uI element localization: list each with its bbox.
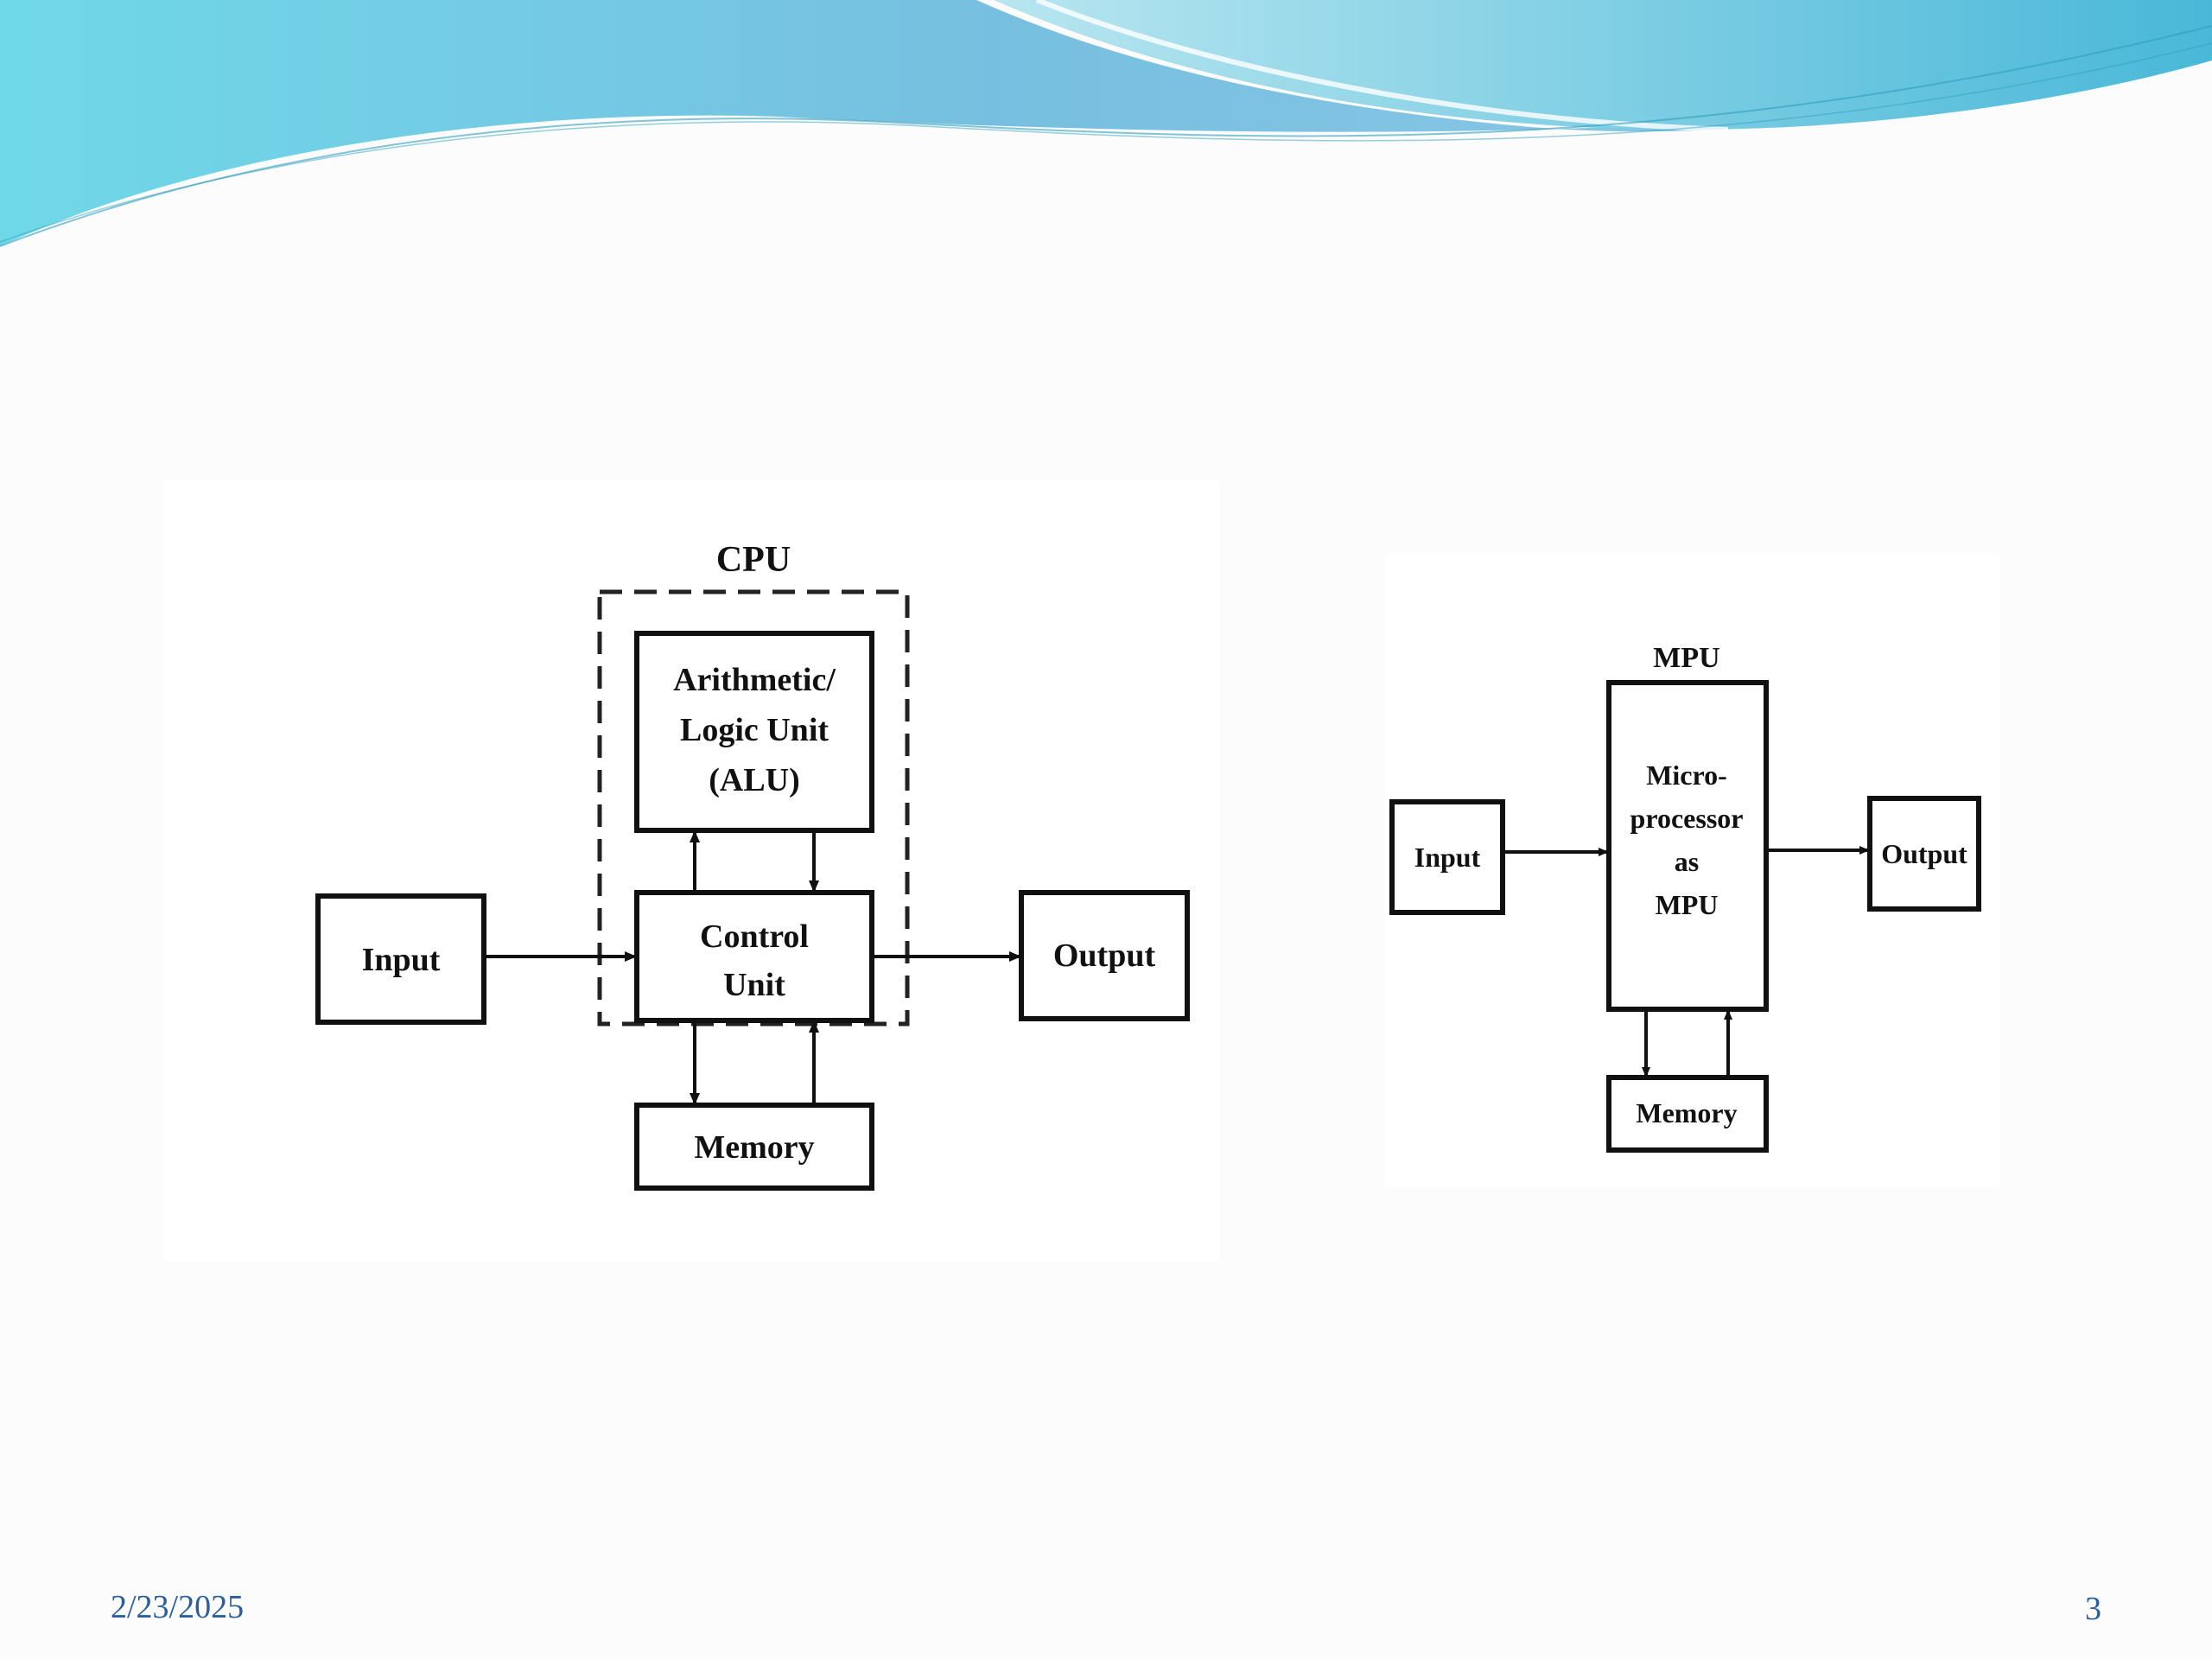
memory-label: Memory: [694, 1129, 814, 1166]
alu-label-line-2: Logic Unit: [680, 712, 829, 748]
mpu-label: MPU: [1653, 642, 1719, 674]
mpu-output-box: [1867, 796, 1981, 912]
control-unit-label-line-2: Unit: [723, 967, 785, 1003]
mpu-label-line-3: as: [1675, 846, 1699, 877]
mpu-input-box: [1389, 799, 1505, 915]
mpu-block-diagram: MPU Micro- processor as MPU Input Output…: [1384, 553, 1999, 1188]
alu-label-line-1: Arithmetic/: [673, 662, 836, 698]
mpu-output-label: Output: [1881, 838, 1967, 869]
output-box: [1019, 890, 1190, 1021]
cpu-label: CPU: [716, 540, 791, 580]
input-box: [315, 893, 486, 1025]
mpu-memory-label: Memory: [1636, 1097, 1737, 1128]
mpu-label-line-4: MPU: [1656, 889, 1719, 920]
mpu-memory-box: [1606, 1075, 1769, 1153]
control-unit-label-line-1: Control: [700, 918, 809, 955]
slide-date: 2/23/2025: [111, 1589, 245, 1625]
alu-box: [634, 631, 874, 833]
header-wave-decoration: [0, 0, 2212, 247]
output-label: Output: [1053, 938, 1156, 974]
input-label: Input: [362, 942, 441, 978]
cpu-block-diagram: CPU Arithmetic/ Logic Unit (ALU) Control…: [164, 480, 1220, 1262]
mpu-label-line-2: processor: [1630, 803, 1744, 834]
cpu-block-diagram-svg: CPU Arithmetic/ Logic Unit (ALU) Control…: [315, 540, 1190, 1191]
mpu-box: [1606, 680, 1769, 1012]
memory-box: [634, 1103, 874, 1191]
mpu-label-line-1: Micro-: [1646, 760, 1727, 791]
slide-number: 3: [2085, 1591, 2101, 1627]
mpu-input-label: Input: [1414, 842, 1481, 873]
cpu-dashed-boundary: [597, 589, 910, 1027]
alu-label-line-3: (ALU): [709, 762, 800, 798]
mpu-block-diagram-svg: MPU Micro- processor as MPU Input Output…: [1389, 642, 1981, 1153]
control-unit-box: [634, 890, 874, 1023]
